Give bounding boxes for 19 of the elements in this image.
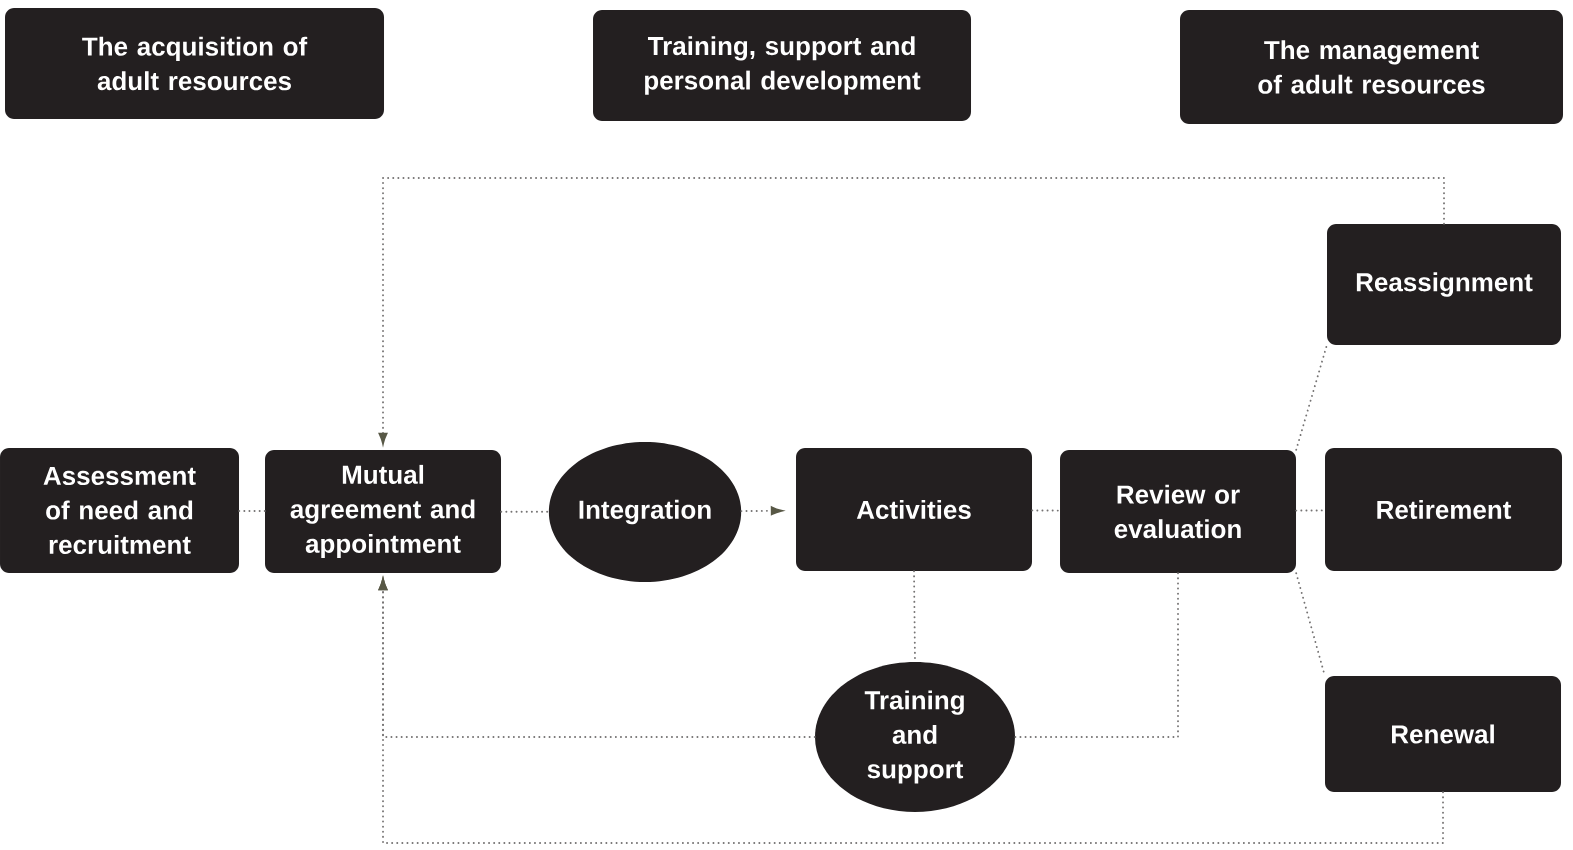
connector	[378, 177, 1445, 445]
process-box: Activities	[796, 448, 1032, 571]
process-box: Retirement	[1325, 448, 1562, 571]
connector	[1031, 509, 1061, 512]
connector	[740, 506, 783, 516]
process-box: Assessment of need and recruitment	[0, 448, 239, 573]
header-box: The acquisition of adult resources	[5, 8, 384, 119]
process-box: Mutual agreement and appointment	[265, 450, 501, 573]
process-box: Review or evaluation	[1060, 450, 1296, 573]
connector	[1295, 344, 1328, 451]
header-box: The management of adult resources	[1180, 10, 1563, 124]
connector	[1014, 572, 1179, 738]
process-box: Reassignment	[1327, 224, 1561, 345]
connector	[238, 510, 266, 512]
connector	[378, 578, 1444, 844]
connector	[500, 510, 550, 513]
header-box: Training, support and personal development	[593, 10, 971, 121]
process-box: Renewal	[1325, 676, 1561, 792]
connector	[1295, 509, 1326, 512]
